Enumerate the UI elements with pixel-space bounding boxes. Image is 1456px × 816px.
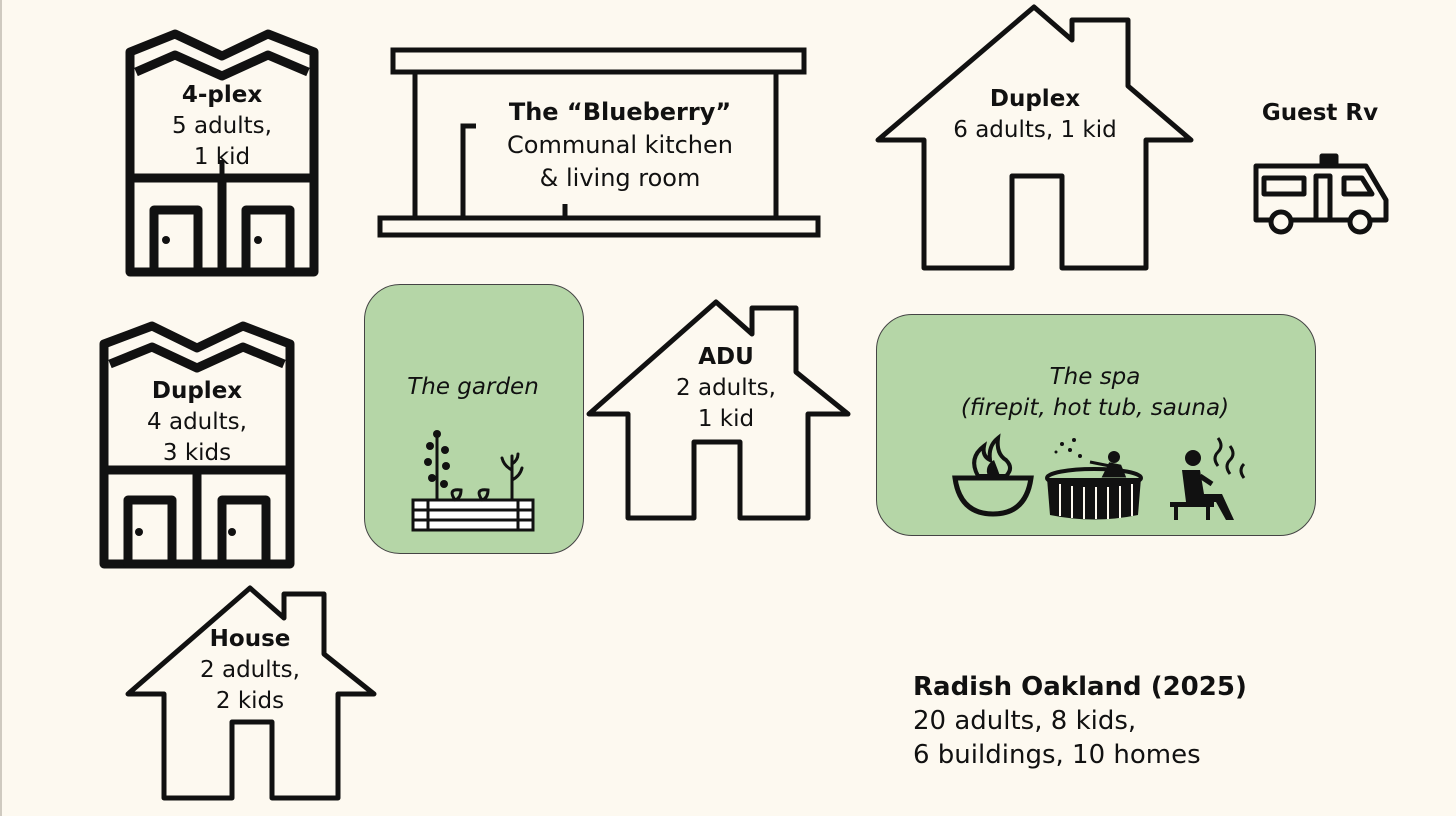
fourplex-line2: 1 kid (193, 144, 251, 170)
fourplex-line1: 5 adults, (172, 113, 272, 139)
house-line2: 2 kids (215, 688, 285, 714)
duplex-top-line1: 6 adults, 1 kid (953, 117, 1117, 143)
adu-label: ADU 2 adults, 1 kid (646, 342, 806, 435)
blueberry-line1: Communal kitchen (507, 131, 733, 159)
duplex-left-title: Duplex (151, 378, 243, 404)
duplex-top-title: Duplex (989, 86, 1081, 112)
garden-label: The garden (407, 374, 539, 400)
summary-line2: 6 buildings, 10 homes (913, 740, 1201, 770)
fourplex-title: 4-plex (181, 82, 263, 108)
house-label: House 2 adults, 2 kids (170, 624, 330, 717)
adu-title: ADU (698, 344, 754, 370)
house-title: House (209, 626, 291, 652)
spa-title: The spa (1049, 364, 1141, 390)
spa-subtitle: (firepit, hot tub, sauna) (960, 395, 1230, 421)
page-edge (0, 0, 2, 816)
adu-line1: 2 adults, (676, 375, 776, 401)
guest-rv-title: Guest Rv (1261, 100, 1379, 126)
house-line1: 2 adults, (200, 657, 300, 683)
blueberry-label: The “Blueberry” Communal kitchen & livin… (470, 96, 770, 195)
adu-line2: 1 kid (697, 406, 755, 432)
duplex-left-line1: 4 adults, (147, 409, 247, 435)
spa-label: The spa (firepit, hot tub, sauna) (876, 362, 1314, 424)
blueberry-title: The “Blueberry” (508, 98, 732, 126)
guest-rv-label: Guest Rv (1240, 98, 1400, 129)
duplex-left-label: Duplex 4 adults, 3 kids (113, 376, 281, 469)
summary-block: Radish Oakland (2025) 20 adults, 8 kids,… (913, 670, 1247, 772)
duplex-left-line2: 3 kids (162, 440, 232, 466)
fourplex-label: 4-plex 5 adults, 1 kid (140, 80, 304, 173)
duplex-top-label: Duplex 6 adults, 1 kid (930, 84, 1140, 146)
blueberry-line2: & living room (539, 164, 701, 192)
summary-title: Radish Oakland (2025) (913, 672, 1247, 702)
summary-line1: 20 adults, 8 kids, (913, 706, 1137, 736)
